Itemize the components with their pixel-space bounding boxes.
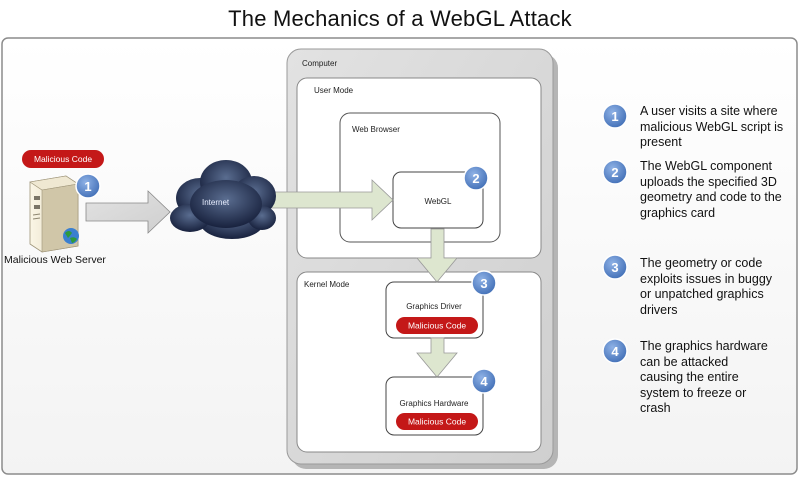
badge-3-number: 3 [480, 276, 487, 291]
malicious-code-label-server: Malicious Code [34, 154, 92, 164]
webgl-label: WebGL [425, 197, 453, 206]
badge-group [75, 103, 628, 394]
badge-1-number: 1 [84, 179, 91, 194]
diagram-title: The Mechanics of a WebGL Attack [228, 6, 572, 31]
graphics-driver-label: Graphics Driver [406, 302, 462, 311]
malicious-pill-server [22, 150, 104, 168]
badge-2-number: 2 [472, 171, 479, 186]
step-3-text: The geometry or code exploits issues in … [640, 256, 773, 317]
malicious-pill-driver [396, 317, 478, 334]
badge-4-number: 4 [480, 374, 488, 389]
malicious-code-label-driver: Malicious Code [408, 321, 466, 331]
step-3-number: 3 [611, 260, 618, 275]
user-mode-label: User Mode [314, 86, 354, 95]
computer-label: Computer [302, 59, 337, 68]
step-4-text: The graphics hardware can be attacked ca… [640, 339, 768, 415]
web-browser-label: Web Browser [352, 125, 400, 134]
malicious-pill-hardware [396, 413, 478, 430]
step-2-text: The WebGL component uploads the specifie… [640, 159, 782, 220]
kernel-mode-label: Kernel Mode [304, 280, 350, 289]
step-4-number: 4 [611, 344, 619, 359]
arrow-webgl-to-driver [416, 228, 458, 283]
internet-label: Internet [202, 198, 230, 207]
malicious-code-label-hardware: Malicious Code [408, 417, 466, 427]
step-2-number: 2 [611, 165, 618, 180]
arrow-internet-to-webgl [269, 179, 394, 221]
step-1-text: A user visits a site where malicious Web… [640, 104, 784, 149]
cloud-icon [170, 160, 276, 239]
arrow-driver-to-hardware [416, 337, 458, 378]
arrow-server-to-internet [85, 190, 171, 234]
server-icon [29, 175, 79, 253]
server-label: Malicious Web Server [4, 254, 106, 266]
graphics-hardware-label: Graphics Hardware [400, 399, 469, 408]
step-1-number: 1 [611, 109, 618, 124]
